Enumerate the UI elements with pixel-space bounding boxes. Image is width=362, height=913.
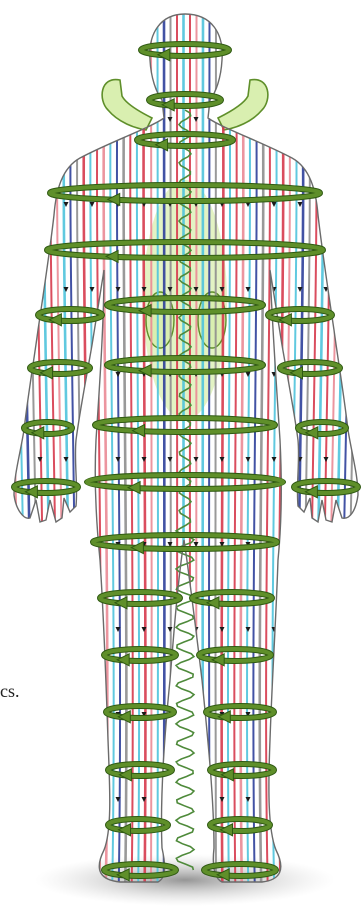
meridian-line bbox=[84, 10, 89, 900]
flow-arrow-icon bbox=[324, 627, 329, 632]
meridian-line bbox=[17, 10, 25, 900]
meridian-line bbox=[304, 10, 310, 900]
flow-arrow-icon bbox=[246, 627, 251, 632]
flow-arrow-icon bbox=[324, 457, 329, 462]
flow-arrow-icon bbox=[324, 797, 329, 802]
flow-arrow-icon bbox=[194, 457, 199, 462]
meridian-line bbox=[104, 10, 108, 900]
flow-arrow-icon bbox=[272, 797, 277, 802]
flow-arrow-icon bbox=[90, 712, 95, 717]
meridian-line bbox=[4, 10, 12, 900]
flow-arrow-icon bbox=[38, 542, 43, 547]
meridian-line bbox=[311, 10, 317, 900]
flow-arrow-icon bbox=[90, 797, 95, 802]
flow-arrow-icon bbox=[168, 797, 173, 802]
flow-arrow-icon bbox=[64, 627, 69, 632]
flow-arrow-icon bbox=[116, 457, 121, 462]
meridian-line bbox=[50, 10, 56, 900]
belt-arrow-icon bbox=[106, 250, 118, 262]
meridian-line bbox=[90, 10, 94, 900]
flow-arrow-icon bbox=[38, 712, 43, 717]
flow-arrow-icon bbox=[90, 627, 95, 632]
belt-arrow-icon bbox=[25, 486, 37, 498]
meridian-line bbox=[57, 10, 63, 900]
flow-arrow-icon bbox=[246, 797, 251, 802]
flow-arrow-icon bbox=[90, 117, 95, 122]
flow-arrow-icon bbox=[64, 117, 69, 122]
energy-belt bbox=[100, 592, 180, 609]
flow-arrow-icon bbox=[168, 457, 173, 462]
energy-belt bbox=[38, 309, 102, 326]
belt-arrow-icon bbox=[291, 367, 303, 379]
flow-arrow-icon bbox=[64, 542, 69, 547]
flow-arrow-icon bbox=[298, 797, 303, 802]
flow-arrow-icon bbox=[220, 457, 225, 462]
flow-arrow-icon bbox=[116, 372, 121, 377]
caption-fragment: cs. bbox=[0, 682, 20, 700]
belt-arrow-icon bbox=[305, 486, 317, 498]
flow-arrow-icon bbox=[298, 117, 303, 122]
flow-arrow-icon bbox=[272, 117, 277, 122]
meridian-line bbox=[323, 10, 330, 900]
belt-ring bbox=[100, 592, 180, 604]
meridian-line bbox=[97, 10, 101, 900]
meridian-line bbox=[24, 10, 31, 900]
flow-arrow-icon bbox=[38, 117, 43, 122]
flow-arrow-icon bbox=[194, 117, 199, 122]
belt-arrow-icon bbox=[212, 654, 224, 666]
meridian-line bbox=[317, 10, 323, 900]
flow-arrow-icon bbox=[38, 287, 43, 292]
flow-arrow-icon bbox=[220, 797, 225, 802]
belt-arrow-icon bbox=[115, 597, 127, 609]
flow-arrow-icon bbox=[272, 457, 277, 462]
energy-belt bbox=[149, 94, 221, 111]
meridian-line bbox=[64, 10, 69, 900]
belt-ring bbox=[38, 309, 102, 321]
flow-arrow-icon bbox=[246, 457, 251, 462]
flow-arrow-icon bbox=[38, 202, 43, 207]
meridian-line bbox=[31, 10, 38, 900]
belt-arrow-icon bbox=[131, 542, 143, 554]
flow-arrow-icon bbox=[298, 712, 303, 717]
flow-arrow-icon bbox=[324, 117, 329, 122]
meridian-line bbox=[291, 10, 296, 900]
floor-shadow bbox=[35, 854, 335, 906]
flow-arrow-icon bbox=[90, 457, 95, 462]
flow-arrow-icon bbox=[90, 372, 95, 377]
flow-arrow-icon bbox=[168, 117, 173, 122]
meridian-line bbox=[77, 10, 82, 900]
meridian-line bbox=[285, 10, 290, 900]
meridian-line bbox=[44, 10, 50, 900]
belt-arrow-icon bbox=[128, 482, 140, 494]
flow-arrow-icon bbox=[324, 542, 329, 547]
left-ear-loop bbox=[102, 80, 152, 130]
flow-arrow-icon bbox=[38, 627, 43, 632]
flow-arrow-icon bbox=[194, 797, 199, 802]
flow-arrow-icon bbox=[220, 627, 225, 632]
flow-arrow-icon bbox=[298, 202, 303, 207]
meridian-line bbox=[11, 10, 19, 900]
flow-arrow-icon bbox=[324, 712, 329, 717]
flow-arrow-icon bbox=[38, 797, 43, 802]
meridian-line bbox=[342, 10, 349, 900]
flow-arrow-icon bbox=[324, 202, 329, 207]
flow-arrow-icon bbox=[298, 542, 303, 547]
meridian-line bbox=[330, 10, 337, 900]
flow-arrow-icon bbox=[64, 712, 69, 717]
flow-arrow-icon bbox=[298, 627, 303, 632]
flow-arrow-icon bbox=[116, 287, 121, 292]
flow-arrow-icon bbox=[64, 797, 69, 802]
flow-arrow-icon bbox=[194, 712, 199, 717]
right-ear-loop bbox=[218, 80, 268, 130]
meridian-line bbox=[37, 10, 44, 900]
meridian-line bbox=[336, 10, 343, 900]
